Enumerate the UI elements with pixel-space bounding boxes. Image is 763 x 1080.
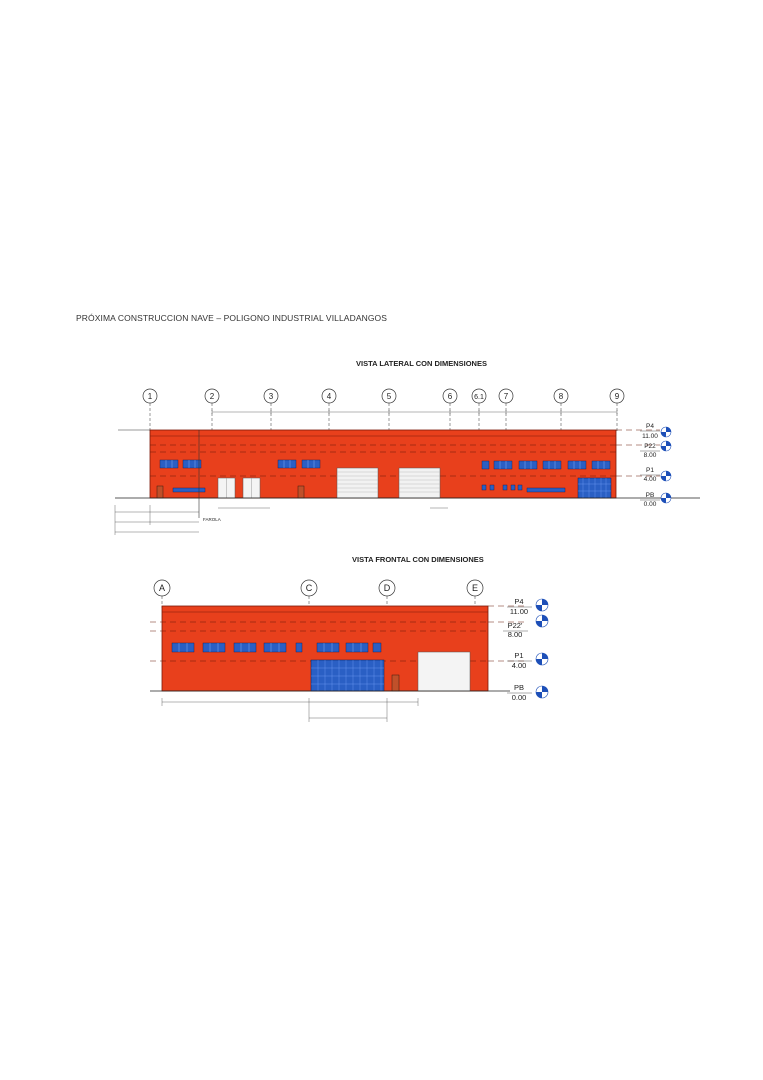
lateral-sectional-doors bbox=[336, 467, 441, 499]
frontal-glazed-storefront bbox=[310, 659, 385, 692]
level-name: P4 bbox=[646, 423, 654, 430]
axis-marker-7: 7 bbox=[498, 388, 514, 432]
axis-marker-6-1: 6.1 bbox=[471, 388, 487, 432]
axis-marker-d: D bbox=[378, 579, 396, 608]
level-value: 0.00 bbox=[644, 501, 657, 508]
axis-label: 2 bbox=[210, 392, 215, 401]
axis-marker-9: 9 bbox=[609, 388, 625, 432]
level-value: 8.00 bbox=[508, 630, 523, 639]
lamp-label: FAROLA bbox=[203, 517, 221, 522]
lateral-view-title: VISTA LATERAL CON DIMENSIONES bbox=[356, 359, 487, 368]
level-value: 4.00 bbox=[512, 661, 527, 670]
lateral-white-doors bbox=[217, 477, 261, 499]
axis-label: 1 bbox=[148, 392, 153, 401]
axis-marker-e: E bbox=[466, 579, 484, 608]
level-value: 0.00 bbox=[512, 693, 527, 702]
page-title: PRÓXIMA CONSTRUCCION NAVE – POLIGONO IND… bbox=[76, 313, 388, 323]
axis-label: 5 bbox=[387, 392, 392, 401]
frontal-personnel-door bbox=[391, 674, 400, 692]
lateral-top-dimension-line bbox=[211, 410, 618, 414]
frontal-elevation: A C D E bbox=[150, 579, 549, 722]
level-name: P22' bbox=[508, 621, 523, 630]
frontal-window-mullions bbox=[178, 643, 362, 652]
frontal-bottom-dimensions bbox=[161, 698, 419, 722]
level-marker-p4: P4 11.00 bbox=[507, 597, 549, 616]
level-name: P1 bbox=[514, 651, 523, 660]
level-marker-p1: P1 4.00 bbox=[507, 651, 549, 670]
axis-marker-5: 5 bbox=[381, 388, 397, 432]
axis-marker-8: 8 bbox=[553, 388, 569, 432]
axis-marker-c: C bbox=[300, 579, 318, 608]
axis-label: 3 bbox=[269, 392, 274, 401]
level-name: PB bbox=[646, 492, 655, 499]
level-value: 8.00 bbox=[644, 452, 657, 459]
axis-label: 4 bbox=[327, 392, 332, 401]
axis-marker-1: 1 bbox=[142, 388, 158, 432]
axis-marker-6: 6 bbox=[442, 388, 458, 432]
lateral-glazed-entrance bbox=[577, 477, 612, 499]
axis-label: 9 bbox=[615, 392, 620, 401]
frontal-windows bbox=[171, 642, 382, 653]
axis-marker-3: 3 bbox=[263, 388, 279, 432]
lateral-level-lines bbox=[150, 429, 660, 477]
level-value: 11.00 bbox=[510, 607, 528, 616]
axis-label: E bbox=[472, 583, 478, 593]
level-name: PB bbox=[514, 683, 524, 692]
frontal-sectional-door bbox=[417, 651, 471, 692]
level-name: P22 bbox=[644, 443, 656, 450]
level-value: 11.00 bbox=[642, 433, 658, 440]
axis-label: 6 bbox=[448, 392, 453, 401]
frontal-axis-markers: A C D E bbox=[153, 579, 484, 608]
level-name: P4 bbox=[514, 597, 523, 606]
axis-label: D bbox=[384, 583, 391, 593]
axis-marker-2: 2 bbox=[204, 388, 220, 432]
lateral-windows-lower bbox=[172, 484, 566, 493]
axis-label: 7 bbox=[504, 392, 509, 401]
lateral-axis-markers: 1 2 3 4 5 6 6.1 7 8 9 bbox=[142, 388, 625, 432]
lateral-bottom-dimensions bbox=[114, 505, 448, 535]
lateral-windows-upper bbox=[159, 459, 611, 470]
axis-marker-4: 4 bbox=[321, 388, 337, 432]
level-marker-p1: P1 4.00 bbox=[640, 467, 672, 483]
level-marker-p22: P22 8.00 bbox=[640, 440, 672, 459]
level-name: P1 bbox=[646, 467, 654, 474]
axis-label: 6.1 bbox=[474, 394, 484, 401]
axis-label: A bbox=[159, 583, 165, 593]
lateral-level-markers: P4 11.00 P22 8.00 P1 4.00 PB bbox=[640, 423, 672, 508]
axis-label: 8 bbox=[559, 392, 564, 401]
frontal-view-title: VISTA FRONTAL CON DIMENSIONES bbox=[352, 555, 484, 564]
lateral-elevation: 1 2 3 4 5 6 6.1 7 8 9 bbox=[114, 388, 700, 535]
level-value: 4.00 bbox=[644, 476, 657, 483]
level-marker-p22: P22' 8.00 bbox=[503, 614, 549, 639]
level-marker-pb: PB 0.00 bbox=[640, 492, 672, 508]
window-mullions bbox=[165, 460, 605, 469]
axis-label: C bbox=[306, 583, 313, 593]
level-marker-pb: PB 0.00 bbox=[507, 683, 549, 702]
frontal-level-markers: P4 11.00 P22' 8.00 P1 4.00 PB bbox=[503, 597, 549, 702]
level-marker-p4: P4 11.00 bbox=[640, 423, 672, 440]
axis-marker-a: A bbox=[153, 579, 171, 608]
